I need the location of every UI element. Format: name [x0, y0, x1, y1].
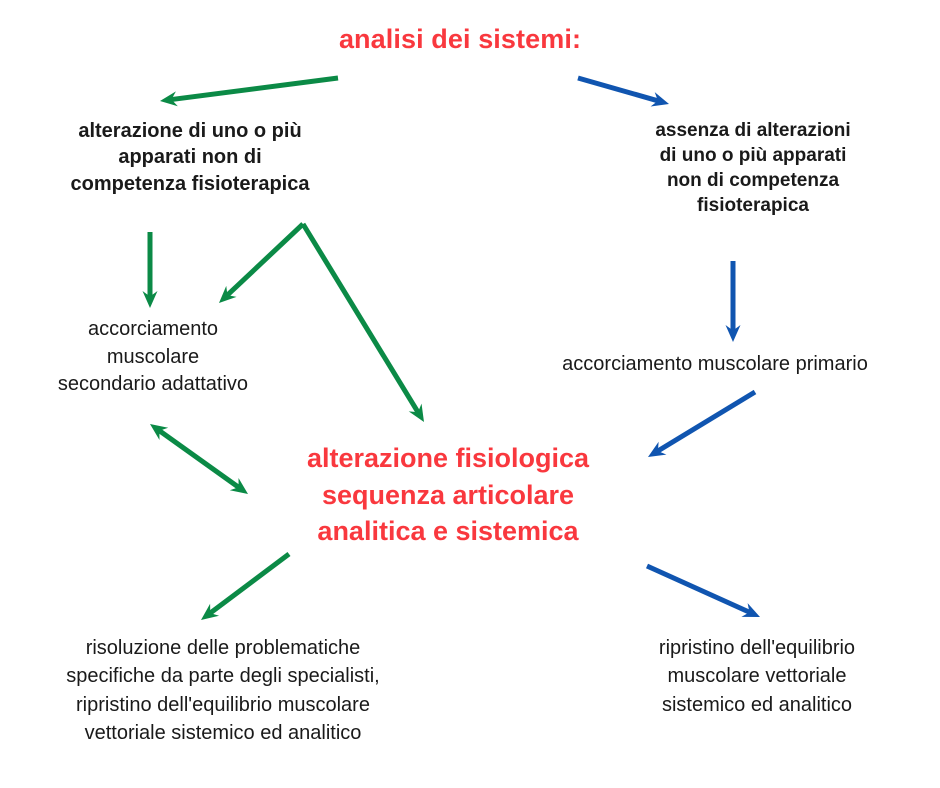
- node-title-analisi-dei-sistemi: analisi dei sistemi:: [338, 24, 582, 54]
- node-accorciamento-muscolare-secondario: accorciamento muscolare secondario adatt…: [57, 318, 249, 396]
- arrow-left-branch-to-left-mid: [142, 232, 158, 308]
- node-right-branch-assenza-alterazioni: assenza di alterazioni di uno o più appa…: [655, 120, 851, 217]
- arrow-title-to-right-branch: [577, 75, 669, 107]
- node-center-alterazione-fisiologica: alterazione fisiologica sequenza articol…: [306, 443, 590, 547]
- arrow-right-mid-to-center: [648, 389, 757, 457]
- arrow-left-mid-center-bidirectional: [150, 424, 248, 494]
- node-bottom-left-risoluzione-problematiche: risoluzione delle problematiche specific…: [66, 637, 380, 745]
- node-left-branch-alterazione-apparati: alterazione di uno o più apparati non di…: [70, 120, 310, 195]
- arrow-center-to-bottom-right: [645, 563, 760, 617]
- arrow-title-to-left-branch: [160, 75, 339, 107]
- node-bottom-right-ripristino-equilibrio: ripristino dell'equilibrio muscolare vet…: [658, 637, 856, 716]
- arrow-apex-to-center: [300, 222, 424, 422]
- arrow-apex-to-left-mid: [219, 222, 305, 303]
- arrow-right-branch-to-right-mid: [725, 261, 741, 342]
- node-accorciamento-muscolare-primario: accorciamento muscolare primario: [562, 353, 868, 375]
- arrow-center-to-bottom-left: [201, 552, 291, 620]
